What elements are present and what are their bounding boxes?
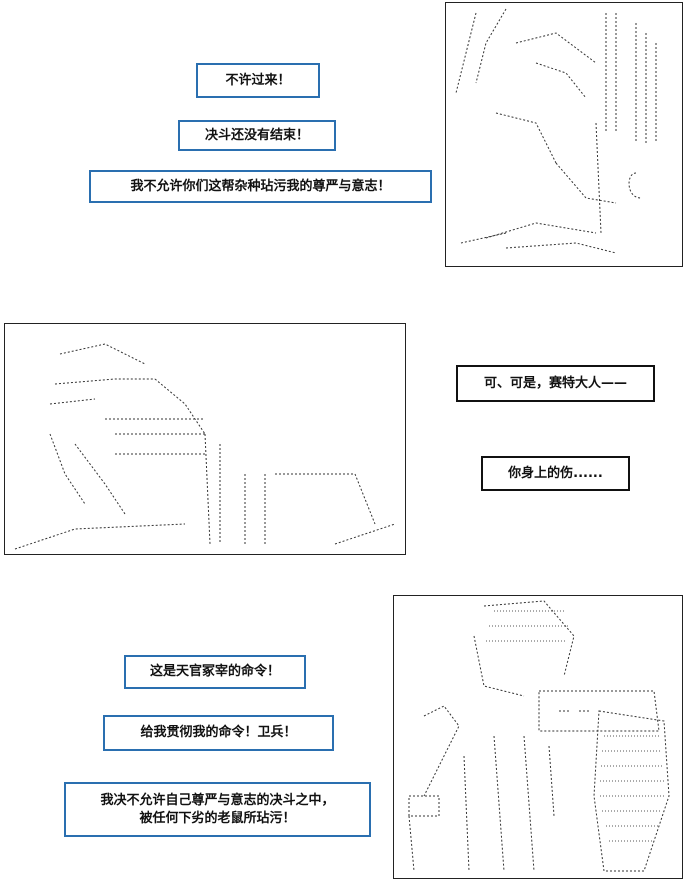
speech-bubble-duel-not-over: 决斗还没有结束！ bbox=[178, 120, 336, 151]
speech-bubble-your-injury: 你身上的伤...... bbox=[481, 456, 630, 491]
panel-ascii-art-character-middle bbox=[4, 323, 406, 555]
panel-ascii-art-character-bottom bbox=[393, 595, 683, 879]
speech-text: 可、可是，赛特大人—— bbox=[483, 375, 627, 391]
speech-text: 给我贯彻我的命令！卫兵！ bbox=[140, 725, 297, 740]
speech-bubble-guards: 给我贯彻我的命令！卫兵！ bbox=[103, 715, 334, 751]
speech-bubble-dignity: 我不允许你们这帮杂种玷污我的尊严与意志！ bbox=[89, 170, 432, 203]
panel-ascii-art-character-top bbox=[445, 2, 683, 267]
speech-text: 这是天官冢宰的命令！ bbox=[149, 664, 280, 679]
ascii-art-figure bbox=[455, 8, 657, 254]
speech-bubble-but-seth: 可、可是，赛特大人—— bbox=[456, 365, 655, 402]
ascii-art-figure bbox=[14, 343, 396, 550]
speech-bubble-no-rats: 我决不允许自己尊严与意志的决斗之中， 被任何下劣的老鼠所玷污！ bbox=[64, 782, 371, 837]
speech-bubble-order: 这是天官冢宰的命令！ bbox=[124, 655, 306, 689]
speech-bubble-stop: 不许过来！ bbox=[196, 63, 320, 98]
speech-text: 我不允许你们这帮杂种玷污我的尊严与意志！ bbox=[130, 178, 391, 194]
ascii-art-figure bbox=[408, 600, 670, 872]
speech-text: 你身上的伤...... bbox=[508, 465, 603, 481]
speech-text: 决斗还没有结束！ bbox=[204, 127, 309, 143]
speech-text-line-1: 我决不允许自己尊严与意志的决斗之中， bbox=[100, 792, 335, 808]
speech-text-line-2: 被任何下劣的老鼠所玷污！ bbox=[139, 810, 296, 826]
speech-text: 不许过来！ bbox=[225, 72, 291, 88]
